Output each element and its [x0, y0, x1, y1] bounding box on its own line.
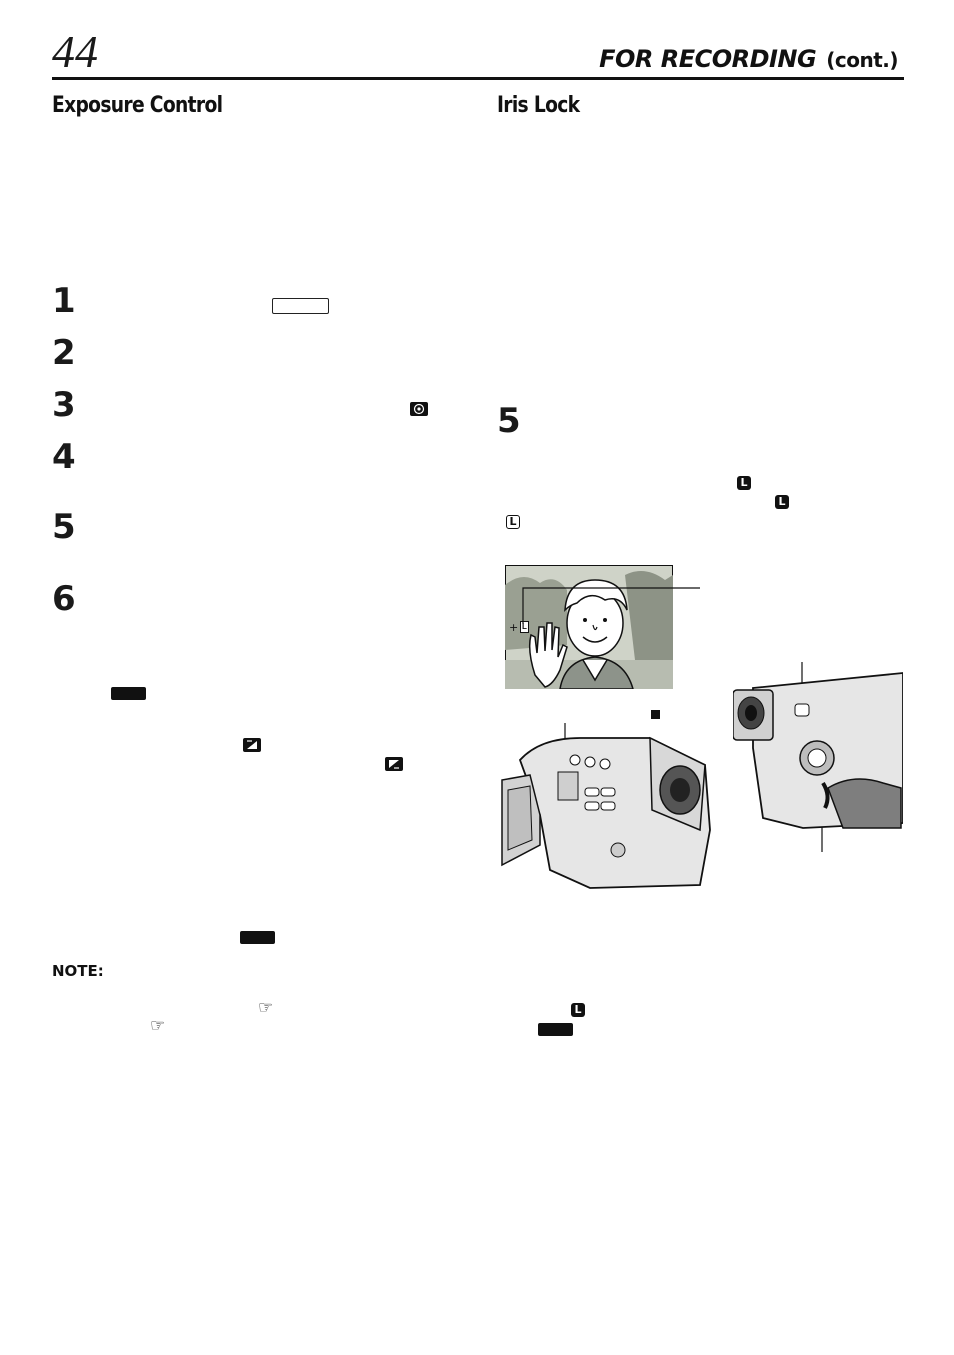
lock-icon-2: L	[775, 495, 789, 509]
iris-lock-heading: Iris Lock	[497, 93, 580, 118]
lock-icon: L	[737, 476, 751, 490]
iris-step-5-number: 5	[497, 401, 521, 441]
step-6-number: 6	[52, 579, 76, 619]
lock-outline-icon: L	[506, 515, 520, 529]
header-rule	[52, 77, 904, 80]
stop-square-icon	[651, 710, 660, 719]
step-1-number: 1	[52, 281, 76, 321]
camcorder-side-illustration	[732, 668, 904, 833]
exposure-menu-icon	[410, 402, 428, 416]
step-3-number: 3	[52, 385, 76, 425]
exposure-minus-icon	[385, 757, 403, 771]
step-2-number: 2	[52, 333, 76, 373]
viewfinder-illustration	[505, 565, 673, 690]
button-key-icon	[111, 687, 146, 700]
exposure-control-heading: Exposure Control	[52, 93, 223, 118]
step-4-number: 4	[52, 437, 76, 477]
page-number: 44	[52, 26, 98, 77]
button-key-icon-3	[538, 1023, 573, 1036]
viewfinder-plus: +	[509, 621, 519, 634]
button-key-icon-2	[240, 931, 275, 944]
exposure-plus-icon	[243, 738, 261, 752]
camcorder-front-illustration	[500, 720, 716, 890]
viewfinder-lock-indicator: L	[520, 621, 529, 633]
menu-key-icon	[272, 298, 329, 314]
running-title: FOR RECORDING (cont.)	[599, 44, 898, 75]
lock-icon-3: L	[571, 1003, 585, 1017]
running-title-sub: (cont.)	[826, 48, 898, 72]
page-reference-icon-2: ☞	[150, 1016, 166, 1035]
step-5-number: 5	[52, 507, 76, 547]
running-title-main: FOR RECORDING	[599, 45, 817, 73]
note-label: NOTE:	[52, 962, 104, 980]
page-reference-icon: ☞	[258, 998, 274, 1017]
